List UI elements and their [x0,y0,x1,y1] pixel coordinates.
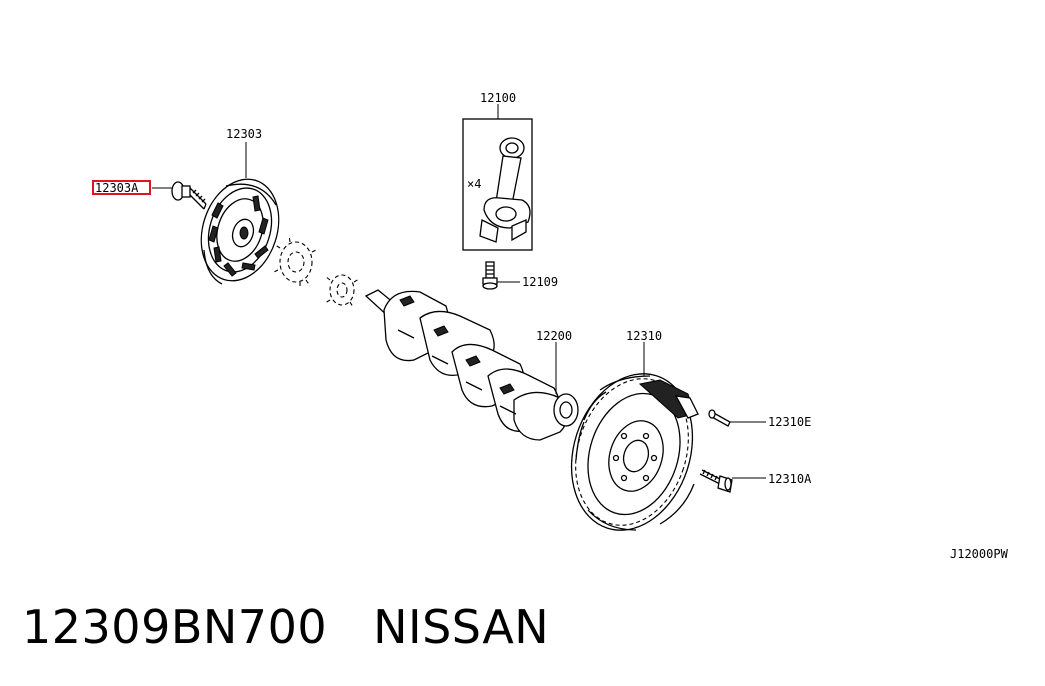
leader-lines [152,104,766,479]
callout-12200: 12200 [536,329,572,343]
brand-name: NISSAN [373,600,550,654]
highlight-box [92,180,151,195]
rod-quantity-label: ×4 [467,177,481,191]
timing-sprocket-large[interactable] [271,234,319,289]
dowel-pin[interactable] [708,409,731,427]
pulley-bolt[interactable] [171,181,207,210]
part-number: 12309BN700 [22,600,328,654]
callout-12310A: 12310A [768,472,812,486]
callout-12310: 12310 [626,329,662,343]
flywheel-bolt[interactable] [699,469,733,493]
callout-12109: 12109 [522,275,558,289]
part-number-title: 12309BN700 NISSAN [22,600,549,654]
callout-12303A[interactable]: 12303A [95,181,139,195]
callout-12100: 12100 [480,91,516,105]
timing-sprocket-small[interactable] [324,274,360,308]
flywheel[interactable] [552,358,712,546]
rod-bolt[interactable] [482,261,498,290]
callout-12310E: 12310E [768,415,811,429]
crankshaft[interactable] [364,289,579,441]
connecting-rod[interactable] [479,137,531,243]
diagram-code: J12000PW [950,547,1009,561]
callout-12303: 12303 [226,127,262,141]
crank-pulley[interactable] [189,169,292,291]
